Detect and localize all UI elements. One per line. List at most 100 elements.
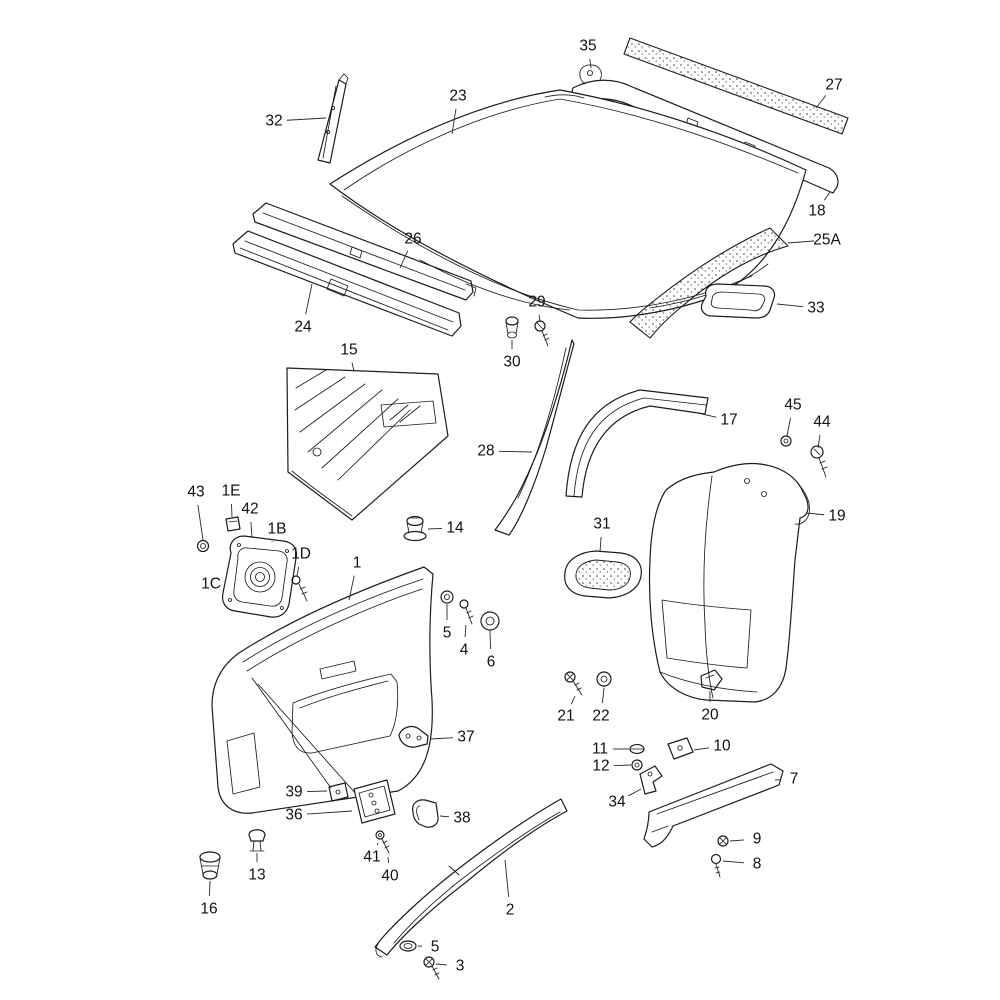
part-grommet-22 — [596, 671, 612, 688]
part-label-25A: 25A — [813, 232, 841, 249]
leader-line-19 — [805, 512, 825, 516]
part-grommet-5b — [399, 940, 417, 952]
part-cowl-strip-25a — [629, 227, 789, 339]
leader-line-42 — [250, 521, 253, 539]
leader-line-32 — [286, 117, 327, 121]
part-label-23: 23 — [449, 88, 466, 105]
part-screw-3 — [423, 956, 440, 980]
part-label-26: 26 — [404, 231, 421, 248]
part-label-34: 34 — [608, 794, 626, 811]
leader-line-1D — [296, 566, 300, 577]
part-label-8: 8 — [753, 856, 762, 873]
part-label-12: 12 — [592, 758, 609, 775]
part-label-19: 19 — [828, 508, 845, 525]
part-label-29: 29 — [528, 294, 545, 311]
part-speaker-grille-1b — [221, 535, 298, 618]
part-label-15: 15 — [340, 342, 357, 359]
part-door-panel-1 — [211, 566, 434, 814]
part-label-11: 11 — [592, 741, 608, 758]
part-label-1E: 1E — [222, 483, 241, 500]
part-clip-13 — [248, 829, 266, 852]
leader-line-16 — [209, 880, 211, 897]
leader-line-29 — [538, 314, 541, 322]
leader-line-31 — [599, 536, 602, 553]
leader-line-44 — [817, 434, 821, 449]
part-grommet-14 — [403, 515, 427, 542]
leader-line-33 — [776, 303, 804, 308]
part-label-36: 36 — [285, 807, 302, 824]
part-clip-20 — [700, 669, 723, 691]
leader-line-12 — [613, 764, 632, 767]
part-label-16: 16 — [200, 901, 217, 918]
leader-line-40 — [387, 856, 390, 864]
part-window-frame-seal-17 — [565, 389, 709, 498]
part-bracket-34 — [639, 765, 663, 795]
leader-line-6 — [489, 631, 492, 650]
part-label-27: 27 — [825, 77, 842, 94]
part-screw-1d — [291, 575, 308, 602]
part-label-32: 32 — [265, 113, 282, 130]
leader-line-23 — [451, 108, 457, 135]
leader-line-34 — [628, 788, 642, 797]
part-grommet-16 — [199, 851, 221, 880]
part-label-37: 37 — [457, 729, 474, 746]
part-washer-45 — [780, 435, 792, 447]
leader-line-38 — [439, 815, 450, 818]
leader-line-43 — [197, 504, 204, 541]
part-label-1D: 1D — [291, 546, 311, 563]
part-label-9: 9 — [753, 831, 762, 848]
leader-line-4 — [464, 624, 467, 638]
leader-line-10 — [693, 747, 710, 751]
part-block-39 — [328, 782, 349, 802]
part-label-38: 38 — [453, 810, 470, 827]
part-label-33: 33 — [807, 300, 824, 317]
part-label-6: 6 — [487, 654, 496, 671]
part-screw-8 — [710, 853, 722, 878]
leader-line-36 — [306, 810, 353, 815]
part-knob-6 — [480, 611, 500, 633]
part-clip-11 — [629, 743, 645, 755]
part-ring-12 — [631, 759, 643, 771]
leader-line-27 — [815, 94, 827, 109]
leader-line-24 — [305, 283, 313, 315]
part-label-42: 42 — [241, 501, 258, 518]
part-label-43: 43 — [187, 484, 204, 501]
part-plate-36 — [353, 779, 396, 824]
leader-line-37 — [429, 737, 454, 740]
part-label-40: 40 — [381, 868, 399, 885]
part-label-21: 21 — [557, 708, 574, 725]
part-door-glass-15 — [286, 367, 449, 521]
part-label-1C: 1C — [201, 576, 221, 593]
part-bracket-37 — [398, 725, 429, 748]
part-plate-10 — [667, 737, 694, 760]
part-clip-38 — [412, 799, 439, 828]
part-label-39: 39 — [285, 784, 302, 801]
part-label-35: 35 — [579, 38, 596, 55]
part-label-3: 3 — [456, 958, 465, 975]
part-label-44: 44 — [813, 414, 831, 431]
part-pillar-strip-32 — [317, 73, 349, 164]
part-nut-43 — [196, 539, 210, 553]
leader-line-8 — [722, 860, 745, 864]
part-label-14: 14 — [446, 520, 464, 537]
leader-line-45 — [786, 417, 791, 437]
leader-line-26 — [399, 250, 409, 269]
part-armrest-tray-31 — [564, 550, 642, 599]
part-washer-5 — [440, 590, 454, 604]
part-label-30: 30 — [503, 354, 521, 371]
part-rail-24 — [232, 230, 462, 337]
leader-line-2 — [504, 859, 510, 898]
leader-line-18 — [823, 191, 831, 201]
leader-line-9 — [729, 839, 745, 842]
leader-line-1 — [348, 575, 355, 601]
part-label-28: 28 — [477, 443, 494, 460]
part-label-24: 24 — [294, 319, 312, 336]
leader-line-28 — [498, 450, 533, 453]
part-a-pillar-trim-28 — [494, 339, 575, 536]
part-quarter-trim-panel-19 — [648, 462, 810, 703]
leader-line-41 — [376, 842, 379, 846]
leader-line-14 — [427, 528, 443, 530]
